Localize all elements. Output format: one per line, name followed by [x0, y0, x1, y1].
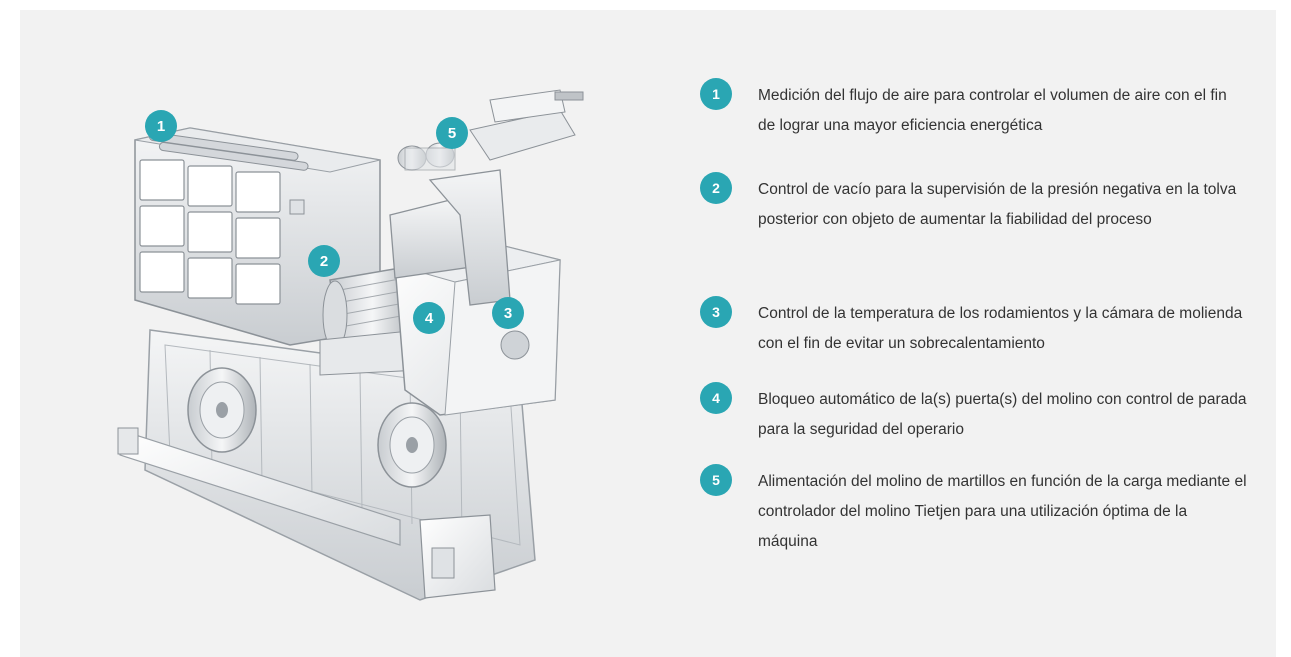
feature-badge-3: 3 — [700, 296, 732, 328]
feature-text-3: Control de la temperatura de los rodamie… — [758, 305, 1243, 352]
feature-text-5: Alimentación del molino de martillos en … — [758, 473, 1247, 550]
feature-badge-4: 4 — [700, 382, 732, 414]
feature-badge-5: 5 — [700, 464, 732, 496]
marker-4[interactable]: 4 — [413, 302, 445, 334]
feature-badge-1: 1 — [700, 78, 732, 110]
marker-2[interactable]: 2 — [308, 245, 340, 277]
feature-badge-2: 2 — [700, 172, 732, 204]
marker-5[interactable]: 5 — [436, 117, 468, 149]
feature-text-1: Medición del flujo de aire para controla… — [758, 87, 1227, 134]
marker-3[interactable]: 3 — [492, 297, 524, 329]
feature-text-2: Control de vacío para la supervisión de … — [758, 181, 1237, 228]
feature-text-4: Bloqueo automático de la(s) puerta(s) de… — [758, 391, 1247, 438]
marker-1[interactable]: 1 — [145, 110, 177, 142]
